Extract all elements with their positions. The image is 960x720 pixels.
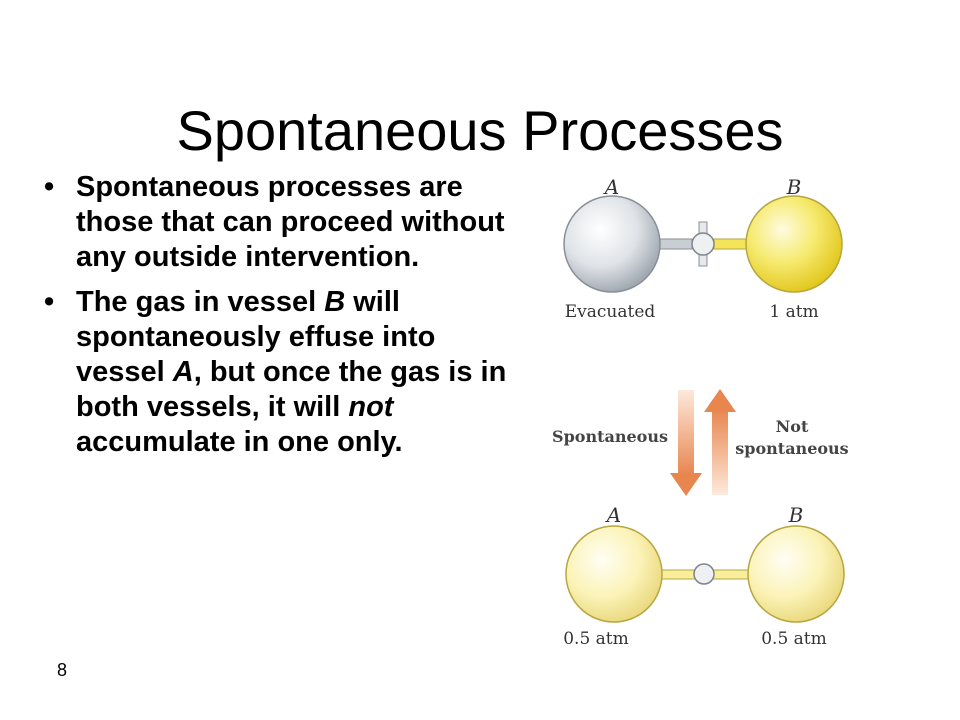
effusion-figure: A B Evacuated 1 atm Spontaneous Not <box>530 170 890 660</box>
effusion-diagram: A B Evacuated 1 atm Spontaneous Not <box>552 175 849 649</box>
bottom-vessel-b-gas <box>747 525 845 623</box>
top-vessel-a-evacuated <box>563 195 661 293</box>
top-apparatus: A B Evacuated 1 atm <box>563 175 843 322</box>
bullet-list: • Spontaneous processes are those that c… <box>44 170 514 470</box>
top-vessel-a-state: Evacuated <box>565 302 656 322</box>
top-vessel-b-state: 1 atm <box>769 302 818 322</box>
bottom-vessel-a-state: 0.5 atm <box>563 629 629 649</box>
bottom-vessel-a-label: A <box>605 503 621 527</box>
bottom-vessel-b-label: B <box>788 503 804 527</box>
bullet-text: Spontaneous processes are those that can… <box>76 171 505 273</box>
bullet-text-italic: not <box>348 391 394 423</box>
bottom-vessel-b-state: 0.5 atm <box>761 629 827 649</box>
bullet-text-part: accumulate in one only. <box>76 426 403 458</box>
bullet-text-part: will spontaneously effuse into vessel <box>76 286 436 388</box>
direction-arrows: Spontaneous Not spontaneous <box>552 389 849 496</box>
bullet-text-part: , but once the gas is in both vessels, i… <box>76 356 507 423</box>
bullet-item: • Spontaneous processes are those that c… <box>44 170 514 275</box>
not-spontaneous-label-line2: spontaneous <box>735 439 848 458</box>
not-spontaneous-arrow-shaft <box>712 410 728 495</box>
spontaneous-arrow-shaft <box>678 390 694 475</box>
not-spontaneous-label-line1: Not <box>776 417 809 436</box>
not-spontaneous-arrow-up-icon <box>704 389 736 412</box>
bullet-item: • The gas in vessel B will spontaneously… <box>44 285 514 460</box>
bullet-glyph: • <box>44 171 55 203</box>
spontaneous-arrow-down-icon <box>670 473 702 496</box>
bullet-text-italic: B <box>324 286 346 318</box>
spontaneous-label: Spontaneous <box>552 427 668 446</box>
bottom-apparatus: A B 0.5 atm 0.5 atm <box>563 503 845 649</box>
slide-number: 8 <box>57 660 68 680</box>
top-vessel-a-label: A <box>603 175 619 199</box>
bottom-stopcock-icon <box>693 563 715 585</box>
slide-title: Spontaneous Processes <box>176 98 784 162</box>
bullet-text-part: The gas in vessel <box>76 286 325 318</box>
top-vessel-b-gas <box>745 195 843 293</box>
bottom-vessel-a-gas <box>565 525 663 623</box>
bullet-glyph: • <box>44 286 55 318</box>
top-vessel-b-label: B <box>786 175 802 199</box>
bullet-text: The gas in vessel B will spontaneously e… <box>76 286 506 458</box>
top-stopcock-icon <box>691 232 715 256</box>
bullet-text-italic: A <box>172 356 194 388</box>
